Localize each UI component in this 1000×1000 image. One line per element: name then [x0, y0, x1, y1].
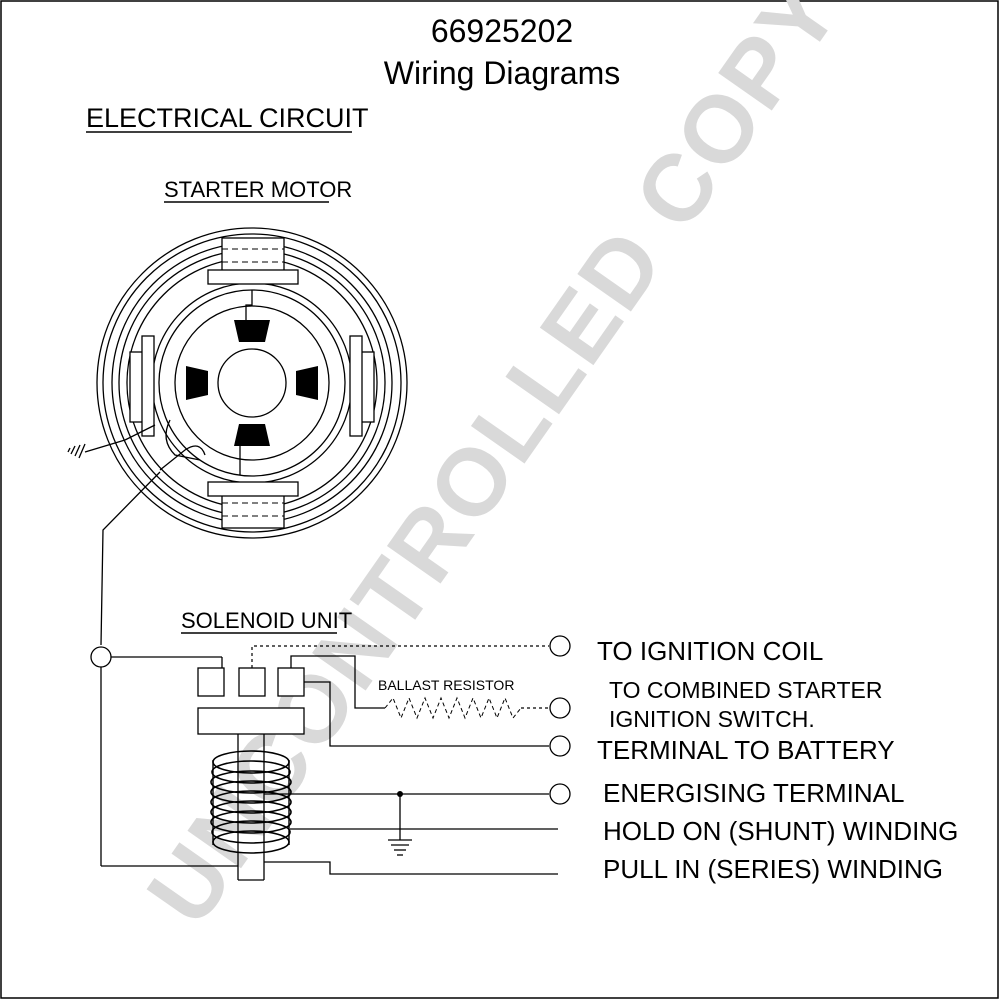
solenoid-unit-label: SOLENOID UNIT	[181, 608, 352, 633]
starter-motor-label: STARTER MOTOR	[164, 177, 352, 202]
motor-ground-icon	[67, 439, 126, 459]
combined-switch-terminal	[549, 697, 571, 719]
motor-feed-wire	[100, 471, 161, 646]
combined-switch-label-line2: IGNITION SWITCH.	[609, 706, 815, 732]
ballast-resistor-label: BALLAST RESISTOR	[378, 677, 514, 693]
energising-terminal	[549, 783, 571, 805]
combined-switch-label-line1: TO COMBINED STARTER	[609, 677, 882, 703]
battery-label: TERMINAL TO BATTERY	[597, 735, 895, 765]
starter-motor	[96, 227, 408, 539]
pull-in-label: PULL IN (SERIES) WINDING	[603, 854, 943, 884]
part-number: 66925202	[431, 13, 573, 49]
solenoid-unit	[90, 646, 305, 881]
page-title: Wiring Diagrams	[384, 55, 620, 91]
ignition-coil-wire	[251, 645, 549, 668]
hold-on-label: HOLD ON (SHUNT) WINDING	[603, 816, 958, 846]
ignition-coil-label: TO IGNITION COIL	[597, 636, 823, 666]
battery-terminal	[549, 735, 571, 757]
pull-in-wire	[264, 861, 558, 875]
battery-wire	[304, 681, 549, 747]
ballast-feed-wire	[290, 655, 385, 709]
section-heading: ELECTRICAL CIRCUIT	[86, 103, 369, 133]
ignition-coil-terminal	[549, 635, 571, 657]
ballast-resistor-icon	[384, 696, 522, 720]
energising-label: ENERGISING TERMINAL	[603, 778, 904, 808]
hold-on-ground-icon	[388, 839, 412, 856]
